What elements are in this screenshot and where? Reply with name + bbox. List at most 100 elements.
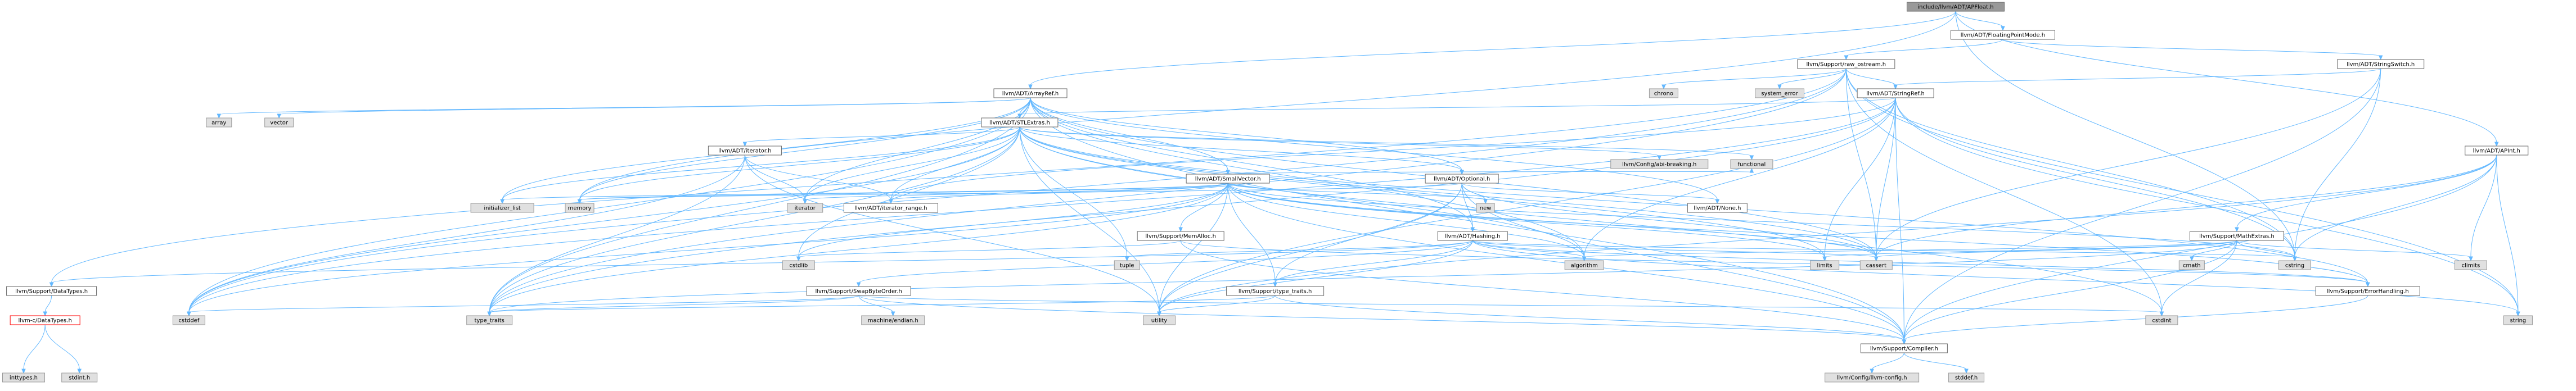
- edge-typetraits_llvm-to-compiler: [1275, 295, 1907, 345]
- node-functional: functional: [1730, 159, 1773, 169]
- edge-mathextras-to-compiler: [1902, 240, 2237, 345]
- node-new: new: [1476, 203, 1495, 213]
- node-box: [565, 203, 595, 213]
- edge-stlextras-to-abibreak: [1019, 126, 1662, 161]
- node-swapbyte[interactable]: llvm/Support/SwapByteOrder.h: [806, 286, 911, 296]
- node-datatypes[interactable]: llvm/Support/DataTypes.h: [6, 286, 97, 296]
- edge-smallvec-to-memalloc: [1178, 183, 1228, 233]
- node-machendian: machine/endian.h: [861, 315, 925, 325]
- node-box: [264, 117, 294, 128]
- node-vector: vector: [264, 117, 294, 128]
- node-box: [708, 146, 782, 156]
- node-memory: memory: [565, 203, 595, 213]
- node-box: [806, 286, 911, 296]
- edge-stlextras-to-cstdint: [1019, 126, 2164, 317]
- node-none[interactable]: llvm/ADT/None.h: [1687, 203, 1748, 213]
- node-label: llvm/Support/raw_ostream.h: [1807, 62, 1886, 68]
- node-fpmode[interactable]: llvm/ADT/FloatingPointMode.h: [1950, 30, 2055, 40]
- node-compiler[interactable]: llvm/Support/Compiler.h: [1860, 343, 1948, 353]
- node-arrayref[interactable]: llvm/ADT/ArrayRef.h: [993, 88, 1068, 98]
- node-box: [2315, 286, 2420, 296]
- edge-optional-to-memory: [577, 183, 1462, 204]
- node-label: llvm/Config/abi-breaking.h: [1622, 162, 1696, 168]
- node-box: [1610, 159, 1709, 169]
- node-mathextras[interactable]: llvm/Support/MathExtras.h: [2189, 231, 2284, 241]
- edge-mathextras-to-typetraits: [487, 240, 2237, 317]
- edge-compiler-to-stddef_h: [1903, 352, 1969, 374]
- edge-swapbyte-to-typetraits: [487, 295, 859, 317]
- node-label: llvm/ADT/ArrayRef.h: [1002, 91, 1059, 97]
- edge-strswitch-to-compiler: [1902, 68, 2381, 345]
- edge-smallvec-to-utility: [1157, 183, 1228, 317]
- node-label: string: [2510, 318, 2527, 324]
- node-hashing[interactable]: llvm/ADT/Hashing.h: [1437, 231, 1508, 241]
- edge-mathextras-to-algorithm: [1582, 240, 2237, 262]
- edge-hashing-to-tuple: [1124, 240, 1473, 262]
- node-label: cmath: [2183, 263, 2201, 269]
- node-box: [1226, 286, 1325, 296]
- node-llvmcdt[interactable]: llvm-c/DataTypes.h: [10, 315, 80, 325]
- node-box: [1950, 30, 2055, 40]
- node-label: stdint.h: [69, 375, 90, 381]
- node-label: system_error: [1761, 91, 1798, 97]
- edge-strref-to-stlextras: [1017, 97, 1896, 119]
- node-label: llvm/ADT/None.h: [1694, 206, 1741, 212]
- node-optional[interactable]: llvm/ADT/Optional.h: [1425, 174, 1499, 184]
- node-box: [1857, 88, 1934, 98]
- node-box: [861, 315, 925, 325]
- node-box: [1564, 260, 1604, 270]
- edge-strswitch-to-strref: [1893, 68, 2381, 90]
- node-box: [470, 203, 534, 213]
- edge-fpmode-to-strswitch: [2002, 39, 2383, 61]
- node-utility: utility: [1143, 315, 1176, 325]
- node-smallvec[interactable]: llvm/ADT/SmallVector.h: [1186, 174, 1270, 184]
- edge-hashing-to-datatypes: [49, 240, 1473, 288]
- node-strref[interactable]: llvm/ADT/StringRef.h: [1857, 88, 1934, 98]
- node-label: llvm/Config/llvm-config.h: [1837, 375, 1907, 381]
- node-memalloc[interactable]: llvm/Support/MemAlloc.h: [1137, 231, 1224, 241]
- node-box: [2145, 315, 2178, 325]
- edge-arrayref-to-vector: [277, 97, 1031, 119]
- node-label: llvm/Support/Compiler.h: [1870, 346, 1938, 352]
- node-label: cstddef: [178, 318, 199, 324]
- node-label: cassert: [1866, 263, 1886, 269]
- node-box: [1649, 88, 1678, 98]
- node-box: [61, 372, 98, 383]
- node-box: [981, 117, 1059, 128]
- node-box: [993, 88, 1068, 98]
- node-label: llvm/ADT/StringSwitch.h: [2347, 62, 2415, 68]
- node-box: [1437, 231, 1508, 241]
- node-apint[interactable]: llvm/ADT/APInt.h: [2465, 146, 2529, 156]
- edge-strref-to-utility: [1157, 97, 1896, 317]
- node-abibreak: llvm/Config/abi-breaking.h: [1610, 159, 1709, 169]
- edge-mathextras-to-cmath: [2190, 240, 2237, 262]
- edge-apint-to-cassert: [1874, 154, 2497, 262]
- node-stdint_h: stdint.h: [61, 372, 98, 383]
- node-label: llvm/Support/MemAlloc.h: [1145, 234, 1216, 240]
- node-label: llvm/ADT/APInt.h: [2473, 148, 2520, 154]
- edge-mathextras-to-limits: [1822, 240, 2237, 262]
- edge-mathextras-to-cstring: [2236, 240, 2297, 262]
- node-box: [172, 315, 205, 325]
- node-label: utility: [1151, 318, 1168, 324]
- node-cassert: cassert: [1859, 260, 1893, 270]
- node-iterrange[interactable]: llvm/ADT/iterator_range.h: [843, 203, 938, 213]
- node-rawos[interactable]: llvm/Support/raw_ostream.h: [1797, 59, 1895, 69]
- node-iterator[interactable]: llvm/ADT/iterator.h: [708, 146, 782, 156]
- node-cmath: cmath: [2178, 260, 2205, 270]
- edge-hashing-to-string: [1472, 240, 2520, 317]
- node-strswitch[interactable]: llvm/ADT/StringSwitch.h: [2337, 59, 2425, 69]
- node-label: llvm/ADT/Optional.h: [1434, 176, 1490, 183]
- node-stlextras[interactable]: llvm/ADT/STLExtras.h: [981, 117, 1059, 128]
- edge-hashing-to-swapbyte: [856, 240, 1473, 288]
- edge-rawos-to-datatypes: [49, 68, 1847, 288]
- node-label: type_traits: [474, 318, 504, 324]
- node-errhandling[interactable]: llvm/Support/ErrorHandling.h: [2315, 286, 2420, 296]
- edge-optional-to-new: [1461, 183, 1488, 204]
- dependency-edges: [21, 11, 2520, 374]
- edge-hashing-to-typetraits_llvm: [1273, 240, 1473, 288]
- edge-mathextras-to-cstdint: [2159, 240, 2237, 317]
- node-typetraits_llvm[interactable]: llvm/Support/type_traits.h: [1226, 286, 1325, 296]
- edge-smallvec-to-typetraits: [487, 183, 1228, 317]
- node-algorithm: algorithm: [1564, 260, 1604, 270]
